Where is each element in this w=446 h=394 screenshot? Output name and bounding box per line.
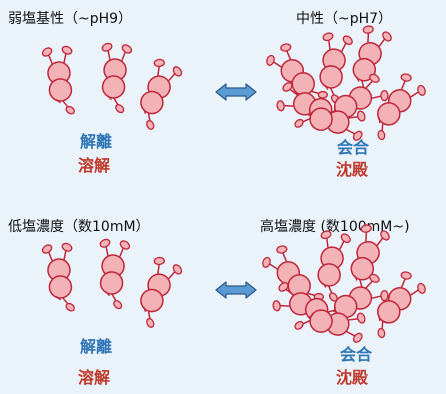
molecule xyxy=(39,240,80,316)
molecule xyxy=(125,54,187,134)
molecule xyxy=(92,236,133,312)
bottom-left-title: 低塩濃度（数10mM） xyxy=(8,219,150,235)
bottom-precipitation-label: 沈殿 xyxy=(336,368,369,387)
top-association-label: 会合 xyxy=(337,138,370,157)
top-precipitation-label: 沈殿 xyxy=(336,160,369,179)
molecule xyxy=(39,43,80,119)
top-dissolution-label: 溶解 xyxy=(78,156,111,175)
molecule xyxy=(337,220,394,300)
molecule xyxy=(309,29,356,107)
bottom-association-label: 会合 xyxy=(340,345,373,364)
molecule xyxy=(94,40,135,116)
top-right-title: 中性（~pH7） xyxy=(296,11,393,27)
molecule xyxy=(125,252,187,332)
molecule xyxy=(358,68,431,146)
equilibrium-arrow-icon xyxy=(215,281,257,299)
equilibrium-arrow-icon xyxy=(215,83,257,101)
bottom-right-title: 高塩濃度 (数100mM~) xyxy=(260,219,410,235)
bottom-dissolution-label: 溶解 xyxy=(78,368,111,387)
molecule xyxy=(307,227,354,305)
top-dissociation-label: 解離 xyxy=(80,132,113,151)
bottom-dissociation-label: 解離 xyxy=(80,337,113,356)
top-left-title: 弱塩基性（~pH9） xyxy=(8,11,133,27)
molecule xyxy=(339,21,396,101)
